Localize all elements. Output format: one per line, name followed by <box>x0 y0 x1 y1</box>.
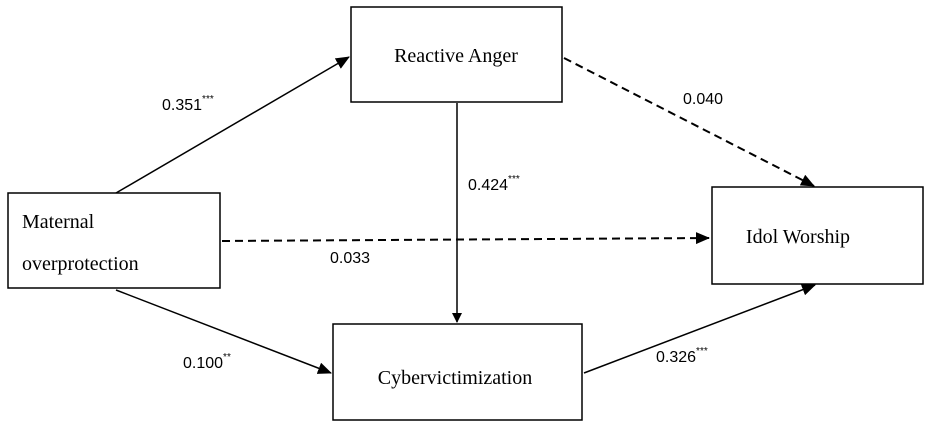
coef-value: 0.100 <box>183 355 223 372</box>
coef-anger-to-idol: 0.040 <box>683 91 723 108</box>
cybervictimization-label: Cybervictimization <box>378 367 532 389</box>
coef-significance: *** <box>696 346 708 357</box>
arrow-maternal-to-cyber <box>115 289 332 374</box>
arrow-anger-to-idol <box>563 57 815 187</box>
coef-maternal-to-cyber: 0.100** <box>183 352 231 372</box>
cybervictimization-box <box>332 323 583 421</box>
maternal-label-line1: Maternal <box>22 211 95 233</box>
coef-value: 0.040 <box>683 91 723 108</box>
arrow-maternal-to-idol <box>221 232 710 245</box>
coef-maternal-to-idol: 0.033 <box>330 250 370 267</box>
coef-value: 0.326 <box>656 349 696 366</box>
coef-value: 0.033 <box>330 250 370 267</box>
coef-value: 0.351 <box>162 97 202 114</box>
maternal-label-line2: overprotection <box>22 253 139 275</box>
coef-significance: ** <box>223 352 231 363</box>
reactive-anger-box <box>350 6 563 103</box>
coef-anger-to-cyber: 0.424*** <box>468 174 520 194</box>
arrow-maternal-to-anger <box>115 56 350 194</box>
idol-worship-box <box>711 186 924 285</box>
arrow-cyber-to-idol <box>583 284 816 374</box>
coef-cyber-to-idol: 0.326*** <box>656 346 708 366</box>
reactive-anger-label: Reactive Anger <box>394 45 518 67</box>
coef-significance: *** <box>202 94 214 105</box>
coef-significance: *** <box>508 174 520 185</box>
coef-maternal-to-anger: 0.351*** <box>162 94 214 114</box>
idol-worship-label: Idol Worship <box>746 226 850 248</box>
maternal-overprotection-box <box>7 192 221 289</box>
coef-value: 0.424 <box>468 177 508 194</box>
